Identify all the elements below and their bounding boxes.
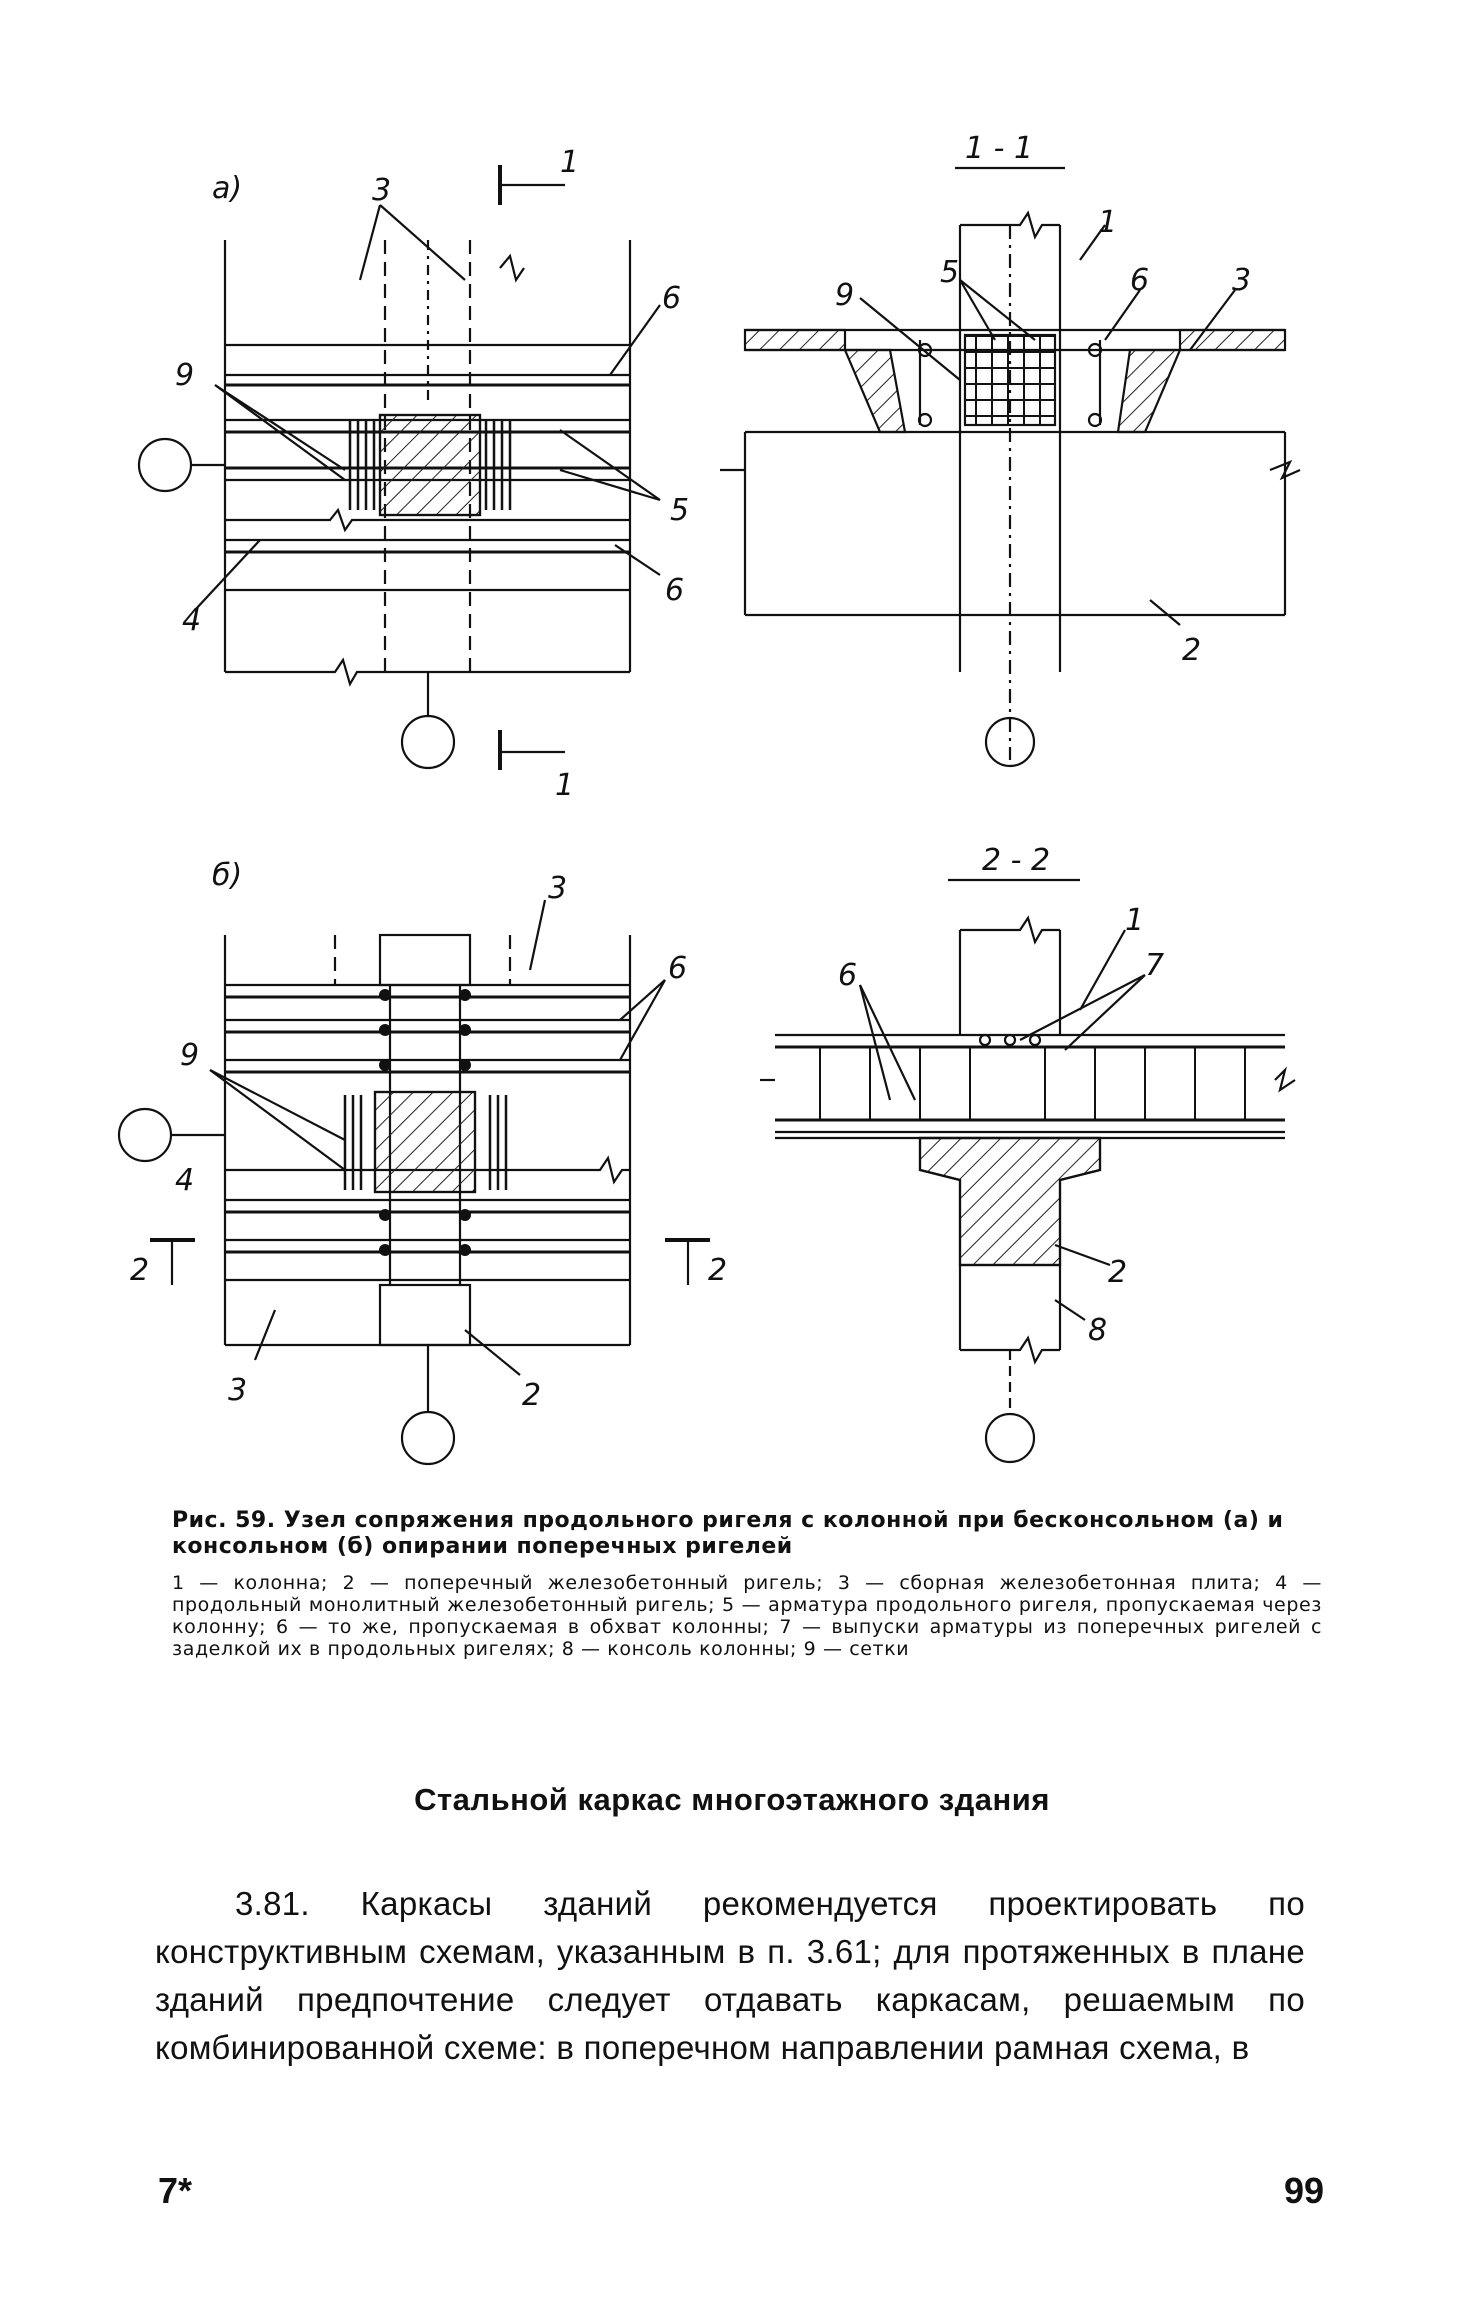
b-callout-3: 3 xyxy=(548,871,567,906)
callout-3: 3 xyxy=(372,173,391,208)
s1-callout-6: 6 xyxy=(1130,263,1149,298)
b-section-mark-2-right: 2 xyxy=(708,1253,727,1288)
callout-9: 9 xyxy=(175,358,194,393)
callout-6: 6 xyxy=(662,281,681,316)
technical-drawing: а) xyxy=(117,131,1301,1466)
b-callout-4: 4 xyxy=(175,1163,194,1198)
caption-legend: 1 — колонна; 2 — поперечный железобетонн… xyxy=(172,1572,1322,1660)
s2-callout-6: 6 xyxy=(838,958,857,993)
figure-59: а) xyxy=(117,131,1301,1466)
callout-6b: 6 xyxy=(665,573,684,608)
section-2-2 xyxy=(760,878,1296,1464)
signature-mark: 7* xyxy=(158,2170,193,2211)
section-1-1 xyxy=(720,166,1301,768)
b-callout-2: 2 xyxy=(522,1378,541,1413)
callout-5: 5 xyxy=(670,493,689,528)
panel-b-label: б) xyxy=(212,858,242,893)
caption-title: Рис. 59. Узел сопряжения продольного риг… xyxy=(172,1508,1284,1559)
s1-callout-1: 1 xyxy=(1098,205,1117,240)
panel-b-callouts: 3 6 9 4 2 2 3 2 xyxy=(130,871,727,1413)
section-1-1-title: 1 - 1 xyxy=(965,131,1033,166)
callout-1-section-mark: 1 xyxy=(560,145,579,180)
section-2-2-title: 2 - 2 xyxy=(982,843,1050,878)
panel-a-plan: а) xyxy=(137,165,661,770)
figure-caption: Рис. 59. Узел сопряжения продольного риг… xyxy=(172,1508,1322,1660)
s2-callout-8: 8 xyxy=(1088,1313,1107,1348)
b-callout-6: 6 xyxy=(668,951,687,986)
b-section-mark-2-left: 2 xyxy=(130,1253,149,1288)
callout-4: 4 xyxy=(182,603,201,638)
section-heading: Стальной каркас многоэтажного здания xyxy=(414,1782,1050,1817)
s1-callout-5: 5 xyxy=(940,255,959,290)
b-callout-9: 9 xyxy=(180,1038,199,1073)
section-1-1-labels: 1 - 1 9 5 1 6 3 2 xyxy=(835,131,1251,668)
callout-1-section-mark-b: 1 xyxy=(555,768,574,803)
s2-callout-7: 7 xyxy=(1145,948,1164,983)
s1-callout-9: 9 xyxy=(835,278,854,313)
s2-callout-1: 1 xyxy=(1125,903,1144,938)
s1-callout-2: 2 xyxy=(1182,633,1201,668)
page-number: 99 xyxy=(1283,2170,1324,2211)
b-callout-3b: 3 xyxy=(228,1373,247,1408)
s1-callout-3: 3 xyxy=(1232,263,1251,298)
body-paragraph: 3.81. Каркасы зданий рекомендуется проек… xyxy=(155,1885,1305,2066)
panel-a-label: а) xyxy=(212,171,242,206)
panel-a-callouts: 3 6 9 5 4 6 1 1 xyxy=(175,145,689,803)
panel-b-plan: б) xyxy=(117,858,710,1466)
s2-callout-2: 2 xyxy=(1108,1255,1127,1290)
section-2-2-labels: 2 - 2 6 1 7 2 8 xyxy=(838,843,1164,1348)
